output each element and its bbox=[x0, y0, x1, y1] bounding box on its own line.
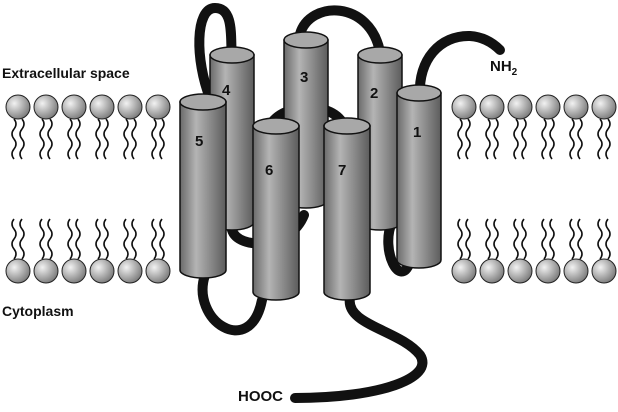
helix-3-label: 3 bbox=[300, 69, 308, 86]
loop-ecl2 bbox=[295, 5, 385, 57]
lipid-bilayer-right bbox=[451, 94, 617, 284]
lipid-head bbox=[145, 94, 171, 120]
phospholipid bbox=[507, 218, 533, 284]
phospholipid bbox=[33, 218, 59, 284]
phospholipid bbox=[591, 94, 617, 160]
loop-icl3 bbox=[197, 270, 267, 336]
lipid-head bbox=[5, 258, 31, 284]
extracellular-label: Extracellular space bbox=[2, 65, 130, 81]
phospholipid bbox=[61, 94, 87, 160]
phospholipid bbox=[117, 218, 143, 284]
phospholipid bbox=[145, 94, 171, 160]
phospholipid bbox=[33, 94, 59, 160]
helix-6-label: 6 bbox=[265, 162, 273, 179]
lipid-head bbox=[117, 258, 143, 284]
c-terminus-label: HOOC bbox=[238, 388, 283, 405]
phospholipid bbox=[479, 218, 505, 284]
lipid-head bbox=[507, 258, 533, 284]
helix-7: 7 bbox=[323, 117, 371, 301]
phospholipid bbox=[563, 218, 589, 284]
lipid-head bbox=[61, 94, 87, 120]
phospholipid bbox=[451, 218, 477, 284]
cytoplasm-label: Cytoplasm bbox=[2, 303, 74, 319]
lipid-head bbox=[33, 94, 59, 120]
helix-1-label: 1 bbox=[413, 124, 421, 141]
phospholipid bbox=[5, 218, 31, 284]
phospholipid bbox=[535, 218, 561, 284]
phospholipid bbox=[591, 218, 617, 284]
lipid-head bbox=[563, 258, 589, 284]
lipid-head bbox=[61, 258, 87, 284]
helix-4-label: 4 bbox=[222, 82, 231, 99]
phospholipid bbox=[145, 218, 171, 284]
phospholipid bbox=[89, 218, 115, 284]
phospholipid bbox=[89, 94, 115, 160]
lipid-head bbox=[117, 94, 143, 120]
loop-ecl1 bbox=[194, 2, 237, 103]
helix-5-label: 5 bbox=[195, 133, 203, 150]
lipid-head bbox=[89, 94, 115, 120]
lipid-head bbox=[33, 258, 59, 284]
helix-2-label: 2 bbox=[370, 85, 378, 102]
helix-1: 1 bbox=[396, 84, 442, 269]
lipid-head bbox=[451, 258, 477, 284]
lipid-head bbox=[479, 94, 505, 120]
helix-5: 5 bbox=[179, 93, 227, 279]
lipid-head bbox=[591, 94, 617, 120]
lipid-head bbox=[451, 94, 477, 120]
phospholipid bbox=[507, 94, 533, 160]
lipid-head bbox=[563, 94, 589, 120]
helix-6: 6 bbox=[252, 117, 300, 301]
n-terminus-main: NH bbox=[490, 58, 512, 75]
lipid-head bbox=[591, 258, 617, 284]
phospholipid bbox=[535, 94, 561, 160]
helix-7-label: 7 bbox=[338, 162, 346, 179]
lipid-head bbox=[89, 258, 115, 284]
phospholipid bbox=[5, 94, 31, 160]
lipid-head bbox=[535, 94, 561, 120]
phospholipid bbox=[479, 94, 505, 160]
lipid-head bbox=[535, 258, 561, 284]
n-terminus-subscript: 2 bbox=[511, 67, 518, 78]
n-terminus-tail bbox=[414, 30, 505, 100]
loop-icl1 bbox=[383, 217, 415, 277]
n-terminus-label: NH2 bbox=[490, 58, 517, 78]
lipid-head bbox=[145, 258, 171, 284]
phospholipid bbox=[451, 94, 477, 160]
phospholipid bbox=[61, 218, 87, 284]
lipid-bilayer-left bbox=[5, 94, 171, 284]
lipid-head bbox=[479, 258, 505, 284]
c-terminus-tail bbox=[290, 293, 428, 403]
phospholipid bbox=[563, 94, 589, 160]
lipid-head bbox=[5, 94, 31, 120]
lipid-head bbox=[507, 94, 533, 120]
phospholipid bbox=[117, 94, 143, 160]
